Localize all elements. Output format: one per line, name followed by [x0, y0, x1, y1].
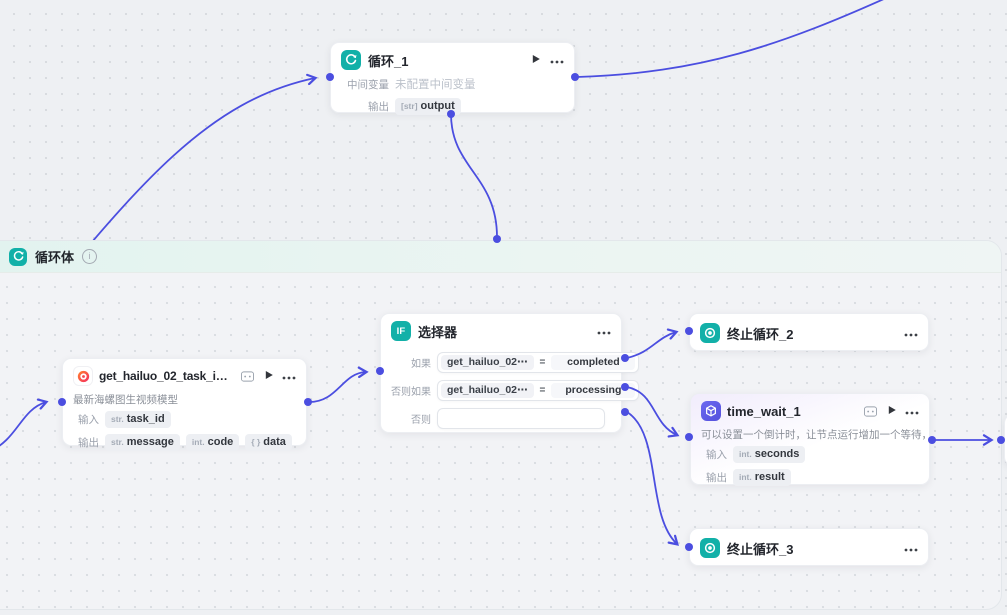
input-variable-pill[interactable]: str. task_id — [105, 411, 171, 428]
variable-name: code — [207, 436, 234, 448]
condition-left-operand[interactable]: get_hailuo_02⋯ — [441, 383, 534, 398]
condition-operator[interactable]: = — [539, 385, 546, 396]
node-selector[interactable]: IF 选择器 如果 get_hailuo_02⋯ = completed 否则如… — [380, 313, 640, 433]
hailuo-plugin-icon — [73, 366, 93, 386]
node-terminate-loop-2[interactable]: 终止循环_2 — [689, 313, 929, 351]
type-tag: str. — [111, 414, 124, 424]
node-title: 终止循环_2 — [727, 326, 794, 342]
condition-box-empty[interactable] — [437, 408, 605, 429]
condition-label: 否则如果 — [391, 387, 431, 398]
condition-operator[interactable]: = — [539, 357, 546, 368]
run-play-button[interactable] — [887, 402, 897, 420]
loop-icon — [341, 50, 361, 70]
condition-row-if: 如果 get_hailuo_02⋯ = completed — [381, 352, 640, 373]
type-tag: int. — [739, 449, 752, 459]
more-menu-button[interactable] — [597, 322, 611, 340]
if-icon: IF — [391, 321, 411, 341]
type-tag: int. — [739, 472, 752, 482]
type-tag: str. — [111, 437, 124, 447]
variable-name: output — [420, 100, 455, 112]
info-icon[interactable]: i — [82, 249, 98, 264]
node-title: 循环_1 — [368, 53, 409, 69]
node-title: 选择器 — [418, 324, 458, 340]
terminate-loop-icon — [700, 538, 720, 558]
type-tag: [str] — [401, 101, 418, 111]
node-description: 最新海螺图生视频模型 — [73, 394, 178, 406]
input-label: 输入 — [78, 414, 99, 426]
edge-loop1-out-topright — [576, 0, 884, 78]
terminate-loop-icon — [700, 323, 720, 343]
condition-label: 否则 — [411, 415, 431, 426]
edge-loop1-to-loopbody — [450, 113, 498, 238]
output-variable-pill[interactable]: [str] output — [395, 98, 461, 115]
more-menu-button[interactable] — [904, 539, 918, 557]
api-badge-icon — [241, 370, 254, 382]
output-label: 输出 — [368, 101, 389, 113]
condition-box[interactable]: get_hailuo_02⋯ = processing — [437, 380, 640, 401]
node-get-hailuo-task-info[interactable]: get_hailuo_02_task_info_1 最新海螺图生视频模型 输入 … — [62, 358, 307, 451]
intermediate-var-value: 未配置中间变量 — [395, 79, 476, 91]
loop-icon — [9, 247, 27, 266]
api-badge-icon — [864, 405, 877, 417]
variable-name: data — [263, 436, 286, 448]
node-loop-1[interactable]: 循环_1 中间变量 未配置中间变量 输出 [str] output — [330, 42, 575, 115]
type-tag: { } — [251, 437, 261, 447]
condition-row-else: 否则 — [381, 408, 621, 429]
cube-icon — [701, 401, 721, 421]
output-variable-pill[interactable]: { } data — [245, 434, 292, 451]
type-tag: int. — [191, 437, 205, 447]
condition-left-operand[interactable]: get_hailuo_02⋯ — [441, 355, 534, 370]
loop-body-title: 循环体 — [35, 250, 75, 265]
node-time-wait[interactable]: time_wait_1 可以设置一个倒计时，让节点运行增加一个等待，可搭配异步⋯… — [690, 393, 930, 486]
intermediate-var-label: 中间变量 — [347, 78, 389, 91]
more-menu-button[interactable] — [905, 402, 919, 420]
condition-label: 如果 — [411, 359, 431, 370]
output-label: 输出 — [706, 472, 727, 484]
more-menu-button[interactable] — [282, 367, 296, 385]
output-variable-pill[interactable]: str. message — [105, 434, 180, 451]
output-variable-pill[interactable]: int. result — [733, 469, 791, 486]
node-terminate-loop-3[interactable]: 终止循环_3 — [689, 528, 929, 566]
more-menu-button[interactable] — [904, 324, 918, 342]
output-label: 输出 — [78, 437, 99, 449]
node-title: time_wait_1 — [727, 403, 801, 419]
condition-row-elseif: 否则如果 get_hailuo_02⋯ = processing — [381, 380, 640, 401]
variable-name: task_id — [126, 413, 165, 425]
loop-body-header[interactable]: 循环体 i — [0, 241, 1001, 273]
run-play-button[interactable] — [531, 51, 541, 69]
input-variable-pill[interactable]: int. seconds — [733, 446, 806, 463]
more-menu-button[interactable] — [550, 51, 564, 69]
node-title: 终止循环_3 — [727, 541, 794, 557]
input-label: 输入 — [706, 449, 727, 461]
condition-right-operand[interactable]: processing — [551, 383, 636, 398]
variable-name: message — [126, 436, 174, 448]
output-variable-pill[interactable]: int. code — [185, 434, 240, 451]
condition-box[interactable]: get_hailuo_02⋯ = completed — [437, 352, 640, 373]
run-play-button[interactable] — [264, 367, 274, 385]
condition-right-operand[interactable]: completed — [551, 355, 636, 370]
node-title: get_hailuo_02_task_info_1 — [99, 369, 233, 383]
node-description: 可以设置一个倒计时，让节点运行增加一个等待，可搭配异步⋯ — [701, 429, 929, 441]
variable-name: seconds — [754, 448, 800, 460]
variable-name: result — [754, 471, 785, 483]
